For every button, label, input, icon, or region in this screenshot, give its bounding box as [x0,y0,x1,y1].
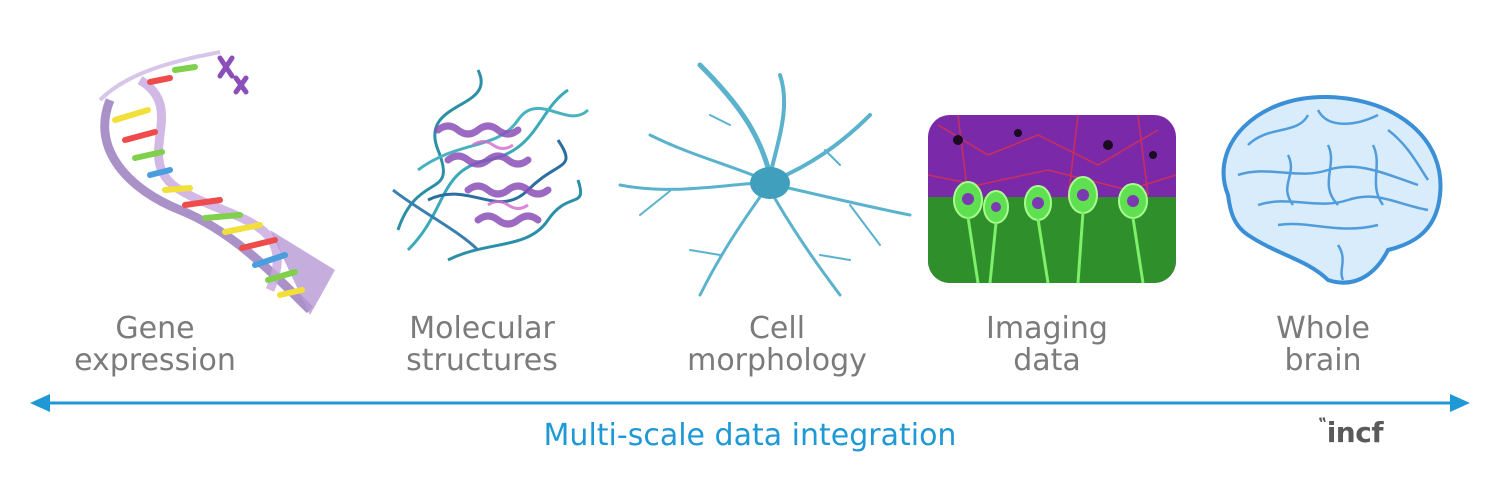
caption-line-1: Cell [748,311,806,346]
neuron-icon [618,62,912,297]
caption-line-2: expression [74,343,236,378]
caption-gene-expression: Gene expression [35,313,275,377]
caption-line-2: structures [406,343,558,378]
caption-cell-morphology: Cell morphology [657,313,897,377]
dna-helix-icon [98,50,335,315]
caption-line-2: morphology [687,343,867,378]
logo-text: incf [1326,416,1384,449]
brain-icon [1221,94,1443,285]
logo-mark-icon: ‟ [1318,416,1327,432]
caption-line-1: Gene [115,311,195,346]
caption-line-1: Molecular [409,311,555,346]
caption-whole-brain: Whole brain [1203,313,1443,377]
arrow-left-icon [30,394,50,412]
incf-logo: ‟incf [1318,416,1384,449]
arrow-right-icon [1450,394,1470,412]
protein-structure-icon [392,69,590,262]
caption-imaging-data: Imaging data [927,313,1167,377]
caption-line-1: Whole [1276,311,1370,346]
caption-line-2: brain [1284,343,1362,378]
microscopy-image-icon [928,115,1176,283]
caption-line-1: Imaging [986,311,1108,346]
caption-molecular-structures: Molecular structures [362,313,602,377]
axis-label: Multi-scale data integration [543,418,957,453]
caption-line-2: data [1013,343,1081,378]
